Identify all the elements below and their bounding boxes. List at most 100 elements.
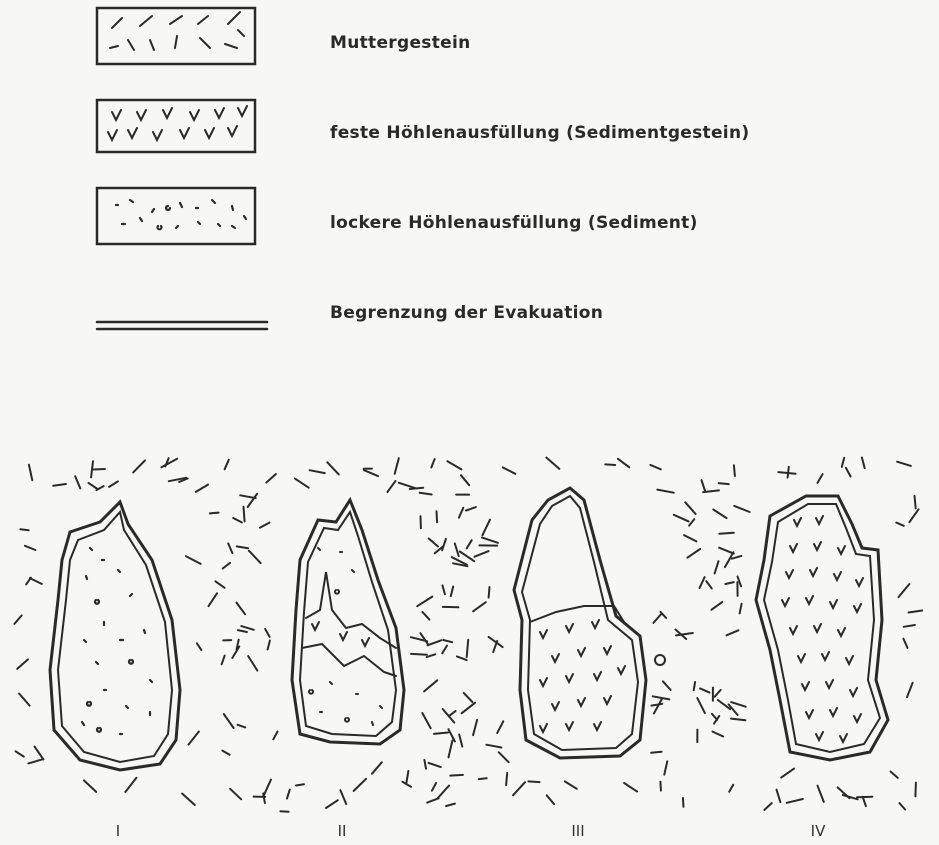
rock-dash bbox=[818, 474, 823, 483]
rock-dash bbox=[16, 751, 24, 756]
rock-dash bbox=[210, 513, 219, 514]
rock-dash bbox=[565, 781, 577, 788]
rock-dash bbox=[499, 752, 509, 762]
rock-dash bbox=[506, 773, 507, 785]
rock-dash bbox=[225, 460, 229, 470]
rock-dash bbox=[897, 462, 911, 466]
rock-dash bbox=[248, 494, 257, 507]
rock-dash bbox=[461, 475, 469, 485]
rock-dash bbox=[734, 465, 735, 476]
rock-dash bbox=[685, 502, 695, 514]
rock-dash bbox=[429, 763, 441, 767]
rock-dash bbox=[429, 539, 438, 547]
rock-dash bbox=[915, 783, 916, 797]
rock-dash bbox=[264, 780, 271, 796]
rock-dash bbox=[654, 699, 662, 714]
rock-dash bbox=[249, 551, 261, 563]
rock-dash bbox=[503, 467, 516, 473]
rock-dash bbox=[215, 581, 224, 588]
rock-dash bbox=[53, 484, 66, 486]
rock-dash bbox=[657, 490, 674, 493]
rock-dash bbox=[653, 615, 660, 623]
rock-dash bbox=[683, 798, 684, 807]
rock-dash bbox=[109, 481, 118, 487]
rock-dash bbox=[449, 741, 453, 758]
rock-dash bbox=[422, 612, 429, 620]
rock-dash bbox=[233, 518, 242, 522]
rock-dash bbox=[437, 511, 438, 522]
rock-dash bbox=[462, 703, 476, 714]
rock-dash bbox=[715, 690, 721, 697]
rock-dash bbox=[684, 535, 696, 541]
rock-dash bbox=[372, 762, 382, 773]
rock-dash bbox=[464, 693, 473, 702]
rock-dash bbox=[899, 584, 910, 597]
rock-dash bbox=[546, 458, 559, 469]
rock-dash bbox=[818, 786, 824, 802]
rock-dash bbox=[422, 713, 430, 728]
rock-dash bbox=[451, 587, 453, 597]
rock-dash bbox=[222, 656, 225, 665]
rock-dash bbox=[764, 803, 771, 810]
figure-label-III: III bbox=[548, 822, 608, 840]
rock-dash bbox=[694, 682, 695, 690]
rock-dash bbox=[719, 483, 729, 484]
legend-label-begrenzung: Begrenzung der Evakuation bbox=[330, 303, 603, 323]
rock-dash bbox=[209, 593, 218, 606]
rock-dash bbox=[843, 795, 858, 799]
rock-dash bbox=[467, 640, 469, 657]
rock-dash bbox=[903, 639, 907, 648]
rock-dash bbox=[287, 790, 290, 799]
rock-dash bbox=[28, 759, 43, 763]
rock-dash bbox=[424, 680, 437, 691]
rock-dash bbox=[907, 683, 913, 697]
rock-dash bbox=[618, 459, 629, 468]
rock-dash bbox=[240, 495, 256, 498]
rock-dash bbox=[295, 479, 309, 488]
rock-dash bbox=[224, 714, 234, 728]
rock-dash bbox=[296, 784, 304, 785]
rock-dash bbox=[674, 515, 689, 522]
rock-dash bbox=[605, 464, 615, 465]
rock-dash bbox=[891, 772, 898, 778]
rock-dash bbox=[787, 799, 803, 803]
rock-dash bbox=[727, 630, 739, 635]
rock-dash bbox=[731, 702, 746, 707]
figure-IV-cave bbox=[756, 496, 888, 760]
rock-dash bbox=[702, 480, 705, 490]
rock-dash bbox=[25, 546, 36, 550]
rock-dash bbox=[697, 698, 705, 713]
rock-dash bbox=[244, 507, 245, 522]
rock-dash bbox=[443, 640, 452, 642]
rock-dash bbox=[497, 721, 503, 733]
rock-dash bbox=[777, 790, 781, 802]
rock-dash bbox=[842, 458, 844, 467]
rock-dash bbox=[197, 643, 202, 650]
rock-dash bbox=[740, 604, 742, 614]
rock-dash bbox=[354, 779, 366, 791]
rock-dash bbox=[909, 509, 918, 522]
rock-dash bbox=[442, 539, 446, 550]
rock-dash bbox=[420, 633, 427, 644]
rock-dash bbox=[228, 543, 232, 553]
rock-dash bbox=[915, 496, 916, 508]
rock-dash bbox=[459, 508, 463, 518]
rock-dash bbox=[406, 771, 408, 784]
rock-dash bbox=[482, 520, 490, 536]
rock-dash bbox=[846, 468, 851, 477]
rock-dash bbox=[265, 629, 269, 637]
rock-dash bbox=[428, 640, 442, 645]
rock-dash bbox=[713, 732, 724, 737]
rock-dash bbox=[35, 747, 44, 760]
rock-dash bbox=[712, 714, 717, 720]
rock-dash bbox=[431, 459, 434, 467]
legend-label-feste: feste Höhlenausfüllung (Sedimentgestein) bbox=[330, 123, 749, 143]
rock-dash bbox=[467, 540, 472, 548]
rock-dash bbox=[715, 561, 719, 573]
rock-dash bbox=[411, 654, 427, 655]
rock-dash bbox=[241, 626, 253, 630]
rock-dash bbox=[364, 470, 378, 476]
rock-dash bbox=[781, 769, 794, 778]
rock-dash bbox=[448, 729, 455, 741]
rock-dash bbox=[459, 735, 462, 747]
